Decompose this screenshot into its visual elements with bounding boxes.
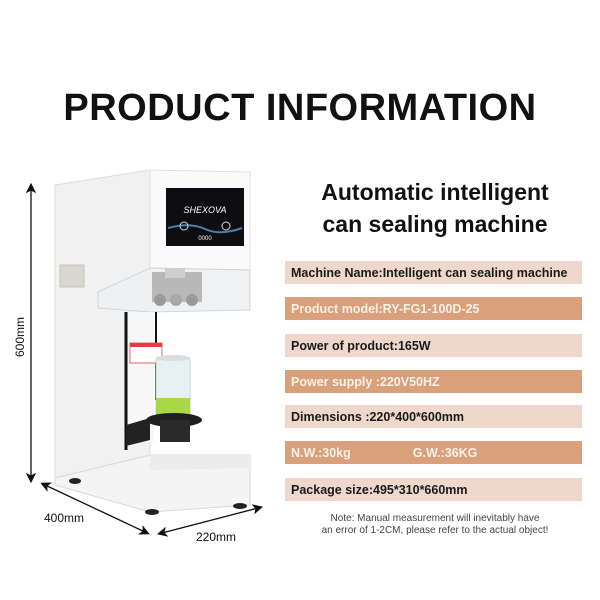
width-label: 220mm <box>196 530 237 544</box>
sealing-head <box>152 268 202 306</box>
spec-package-size: Package size:495*310*660mm <box>285 478 582 501</box>
brand-logo: SHEXOVA <box>183 205 226 215</box>
product-subtitle: Automatic intelligent can sealing machin… <box>290 176 580 240</box>
subtitle-line-2: can sealing machine <box>322 211 548 237</box>
spec-power-supply: Power supply :220V50HZ <box>285 370 582 393</box>
spec-weight: N.W.:30kg G.W.:36KG <box>285 441 582 464</box>
spec-machine-name: Machine Name:Intelligent can sealing mac… <box>285 261 582 284</box>
spec-dimensions: Dimensions :220*400*600mm <box>285 405 582 428</box>
depth-arrow <box>40 482 150 535</box>
page-title: PRODUCT INFORMATION <box>63 87 537 129</box>
spec-power: Power of product:165W <box>285 334 582 357</box>
dimension-arrows <box>25 182 264 537</box>
svg-text:0000: 0000 <box>198 236 212 242</box>
spec-product-model: Product model:RY-FG1-100D-25 <box>285 297 582 320</box>
subtitle-line-1: Automatic intelligent <box>321 179 549 205</box>
measurement-note: Note: Manual measurement will inevitably… <box>321 513 549 536</box>
gross-weight: G.W.:36KG <box>412 445 478 460</box>
net-weight: N.W.:30kg <box>291 445 351 460</box>
width-arrow <box>156 504 264 537</box>
depth-label: 400mm <box>44 511 85 525</box>
display-screen: SHEXOVA 0000 <box>166 188 244 246</box>
height-label: 600mm <box>13 317 27 358</box>
